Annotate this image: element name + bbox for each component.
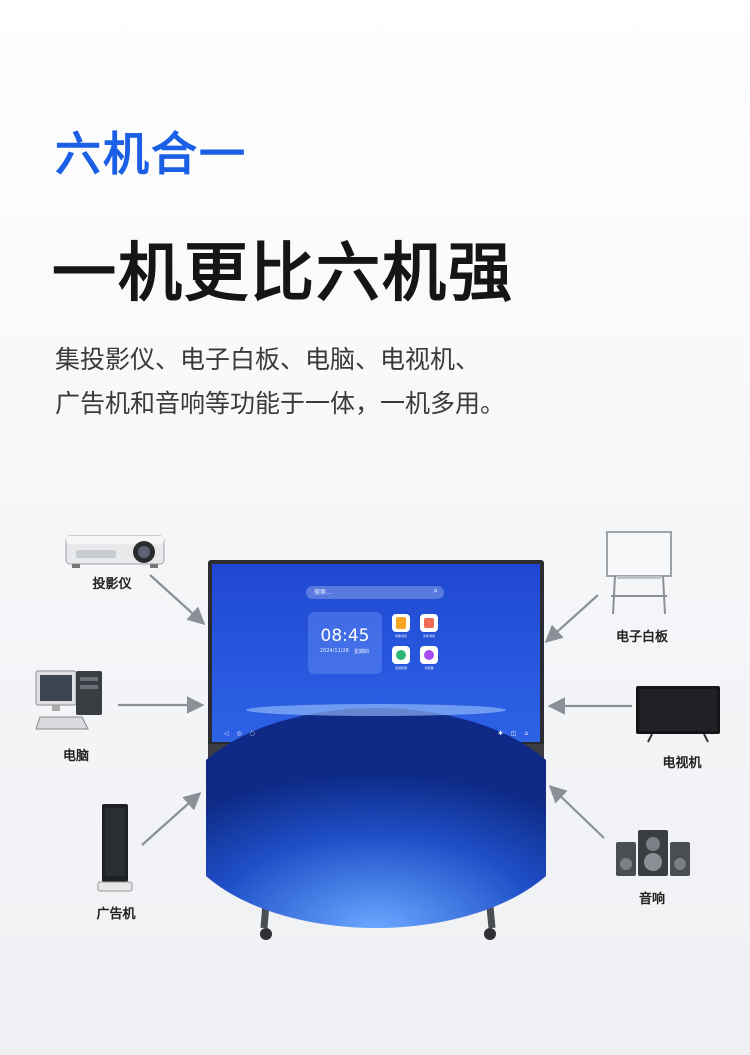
screen-clock-widget: 08:45 2024/11/28 星期四 [308, 612, 382, 674]
panel-stand [206, 560, 546, 940]
computer-icon [35, 670, 102, 730]
screen-time: 08:45 [320, 626, 370, 646]
screen-weekday: 星期四 [354, 649, 370, 655]
screen-app-label: 浏览器 [424, 666, 434, 670]
tv-label: 电视机 [662, 756, 702, 771]
search-icon: ⌕ [433, 586, 438, 595]
smart-panel: 搜索... ⌕ 08:45 2024/11/28 星期四 智能书写 文件浏览 无… [206, 558, 546, 948]
screen-app-label: 智能书写 [394, 634, 407, 638]
screen-taskbar-left-icons: ◁ ◎ ○ [224, 730, 258, 737]
wifi-icon [396, 650, 406, 660]
whiteboard-label: 电子白板 [615, 630, 668, 645]
whiteboard-icon [606, 531, 672, 615]
screen-app-write[interactable] [392, 614, 410, 632]
screen-taskbar-right-icons: ✱ ◫ ⌂ [498, 730, 532, 737]
screen-search-bar[interactable]: 搜索... ⌕ [306, 586, 444, 599]
folder-icon [424, 618, 434, 628]
ad-machine-icon [97, 804, 133, 892]
arrow-speaker [548, 784, 605, 839]
computer-label: 电脑 [62, 749, 89, 764]
description-line-1: 集投影仪、电子白板、电脑、电视机、 [55, 345, 481, 374]
arrow-projector [149, 574, 206, 625]
projector-icon [65, 535, 165, 568]
speaker-label: 音响 [638, 892, 665, 907]
arrow-whiteboard [544, 594, 599, 643]
screen-app-label: 无线传屏 [394, 666, 407, 670]
ad-machine-label: 广告机 [96, 907, 136, 922]
pen-icon [396, 617, 406, 629]
screen-app-label: 文件浏览 [422, 634, 435, 638]
projector-label: 投影仪 [92, 577, 132, 592]
screen-app-cast[interactable] [392, 646, 410, 664]
headline: 一机更比六机强 [52, 237, 514, 311]
arrow-ad-machine [141, 792, 202, 846]
screen-search-placeholder: 搜索... [314, 589, 332, 596]
browser-icon [424, 650, 434, 660]
screen-app-files[interactable] [420, 614, 438, 632]
speaker-icon [616, 830, 690, 876]
screen-app-browser[interactable] [420, 646, 438, 664]
description-line-2: 广告机和音响等功能于一体，一机多用。 [55, 389, 506, 418]
tv-icon [636, 686, 720, 743]
tagline: 六机合一 [55, 127, 247, 181]
screen-date: 2024/11/28 [320, 648, 349, 654]
description: 集投影仪、电子白板、电脑、电视机、 广告机和音响等功能于一体，一机多用。 [55, 338, 695, 426]
